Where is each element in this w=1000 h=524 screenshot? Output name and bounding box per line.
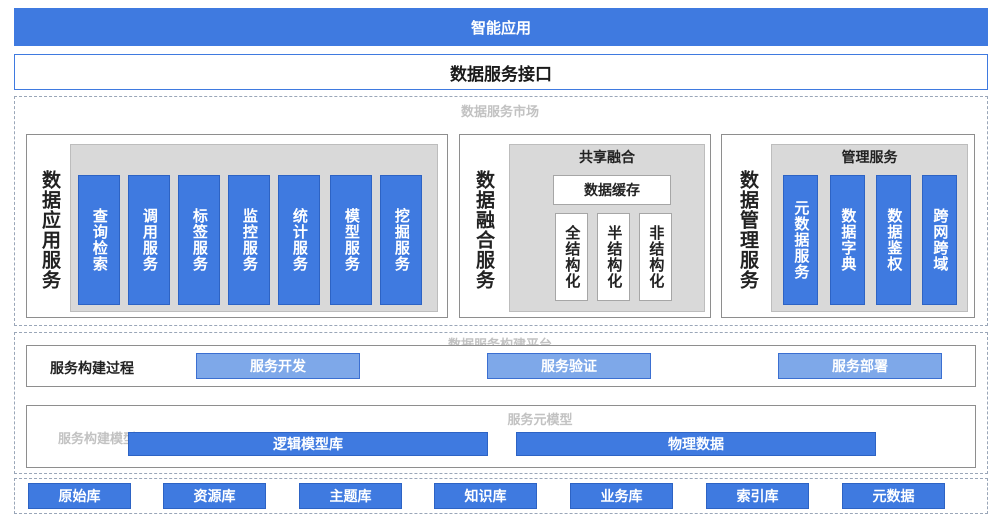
service-market-label-text: 数据服务市场 — [460, 104, 539, 120]
mgmt-group-title: 管理服务 — [771, 147, 968, 167]
mgmt-service-item-label: 数据字典 — [839, 208, 858, 272]
build-platform-region — [14, 332, 988, 474]
mgmt-service-item: 数据字典 — [830, 175, 865, 305]
bottom-lib-item: 业务库 — [570, 483, 673, 509]
build-process-step-label: 服务部署 — [832, 359, 888, 375]
mgmt-services-title-text: 数据管理服务 — [736, 170, 759, 290]
mgmt-service-item-label: 数据鉴权 — [885, 208, 904, 272]
mgmt-service-item-label: 元数据服务 — [792, 200, 811, 280]
app-service-item-label: 监控服务 — [240, 208, 259, 272]
app-service-item-label: 调用服务 — [140, 208, 159, 272]
build-process-step: 服务验证 — [487, 353, 651, 379]
bottom-libs-region — [14, 478, 988, 514]
data-cache-label: 数据缓存 — [584, 183, 640, 199]
mgmt-service-item: 元数据服务 — [783, 175, 818, 305]
bottom-lib-item: 主题库 — [299, 483, 402, 509]
build-process-label: 服务构建过程 — [50, 358, 180, 378]
fusion-structure-item: 全结构化 — [555, 213, 588, 301]
build-process-step: 服务部署 — [778, 353, 942, 379]
app-services-title-text: 数据应用服务 — [38, 170, 61, 290]
app-service-item-label: 标签服务 — [190, 208, 209, 272]
shared-fusion-title-text: 共享融合 — [579, 150, 635, 166]
meta-model-item: 逻辑模型库 — [128, 432, 488, 456]
mgmt-service-item: 数据鉴权 — [876, 175, 911, 305]
bottom-lib-item-label: 元数据 — [872, 489, 915, 505]
smart-application-banner: 智能应用 — [14, 8, 988, 46]
mgmt-service-item-label: 跨网跨域 — [931, 208, 950, 272]
shared-fusion-title: 共享融合 — [509, 147, 705, 167]
bottom-lib-item-label: 主题库 — [329, 489, 372, 505]
bottom-lib-item: 知识库 — [434, 483, 537, 509]
service-market-label: 数据服务市场 — [420, 101, 580, 120]
app-service-item: 标签服务 — [178, 175, 220, 305]
meta-model-label-text: 服务元模型 — [507, 412, 573, 428]
app-service-item: 查询检索 — [78, 175, 120, 305]
meta-model-item: 物理数据 — [516, 432, 876, 456]
build-process-step: 服务开发 — [196, 353, 360, 379]
fusion-structure-item-label: 非结构化 — [647, 225, 666, 289]
service-market-region — [14, 96, 988, 326]
mgmt-services-title: 数据管理服务 — [732, 160, 762, 300]
bottom-lib-item-label: 资源库 — [193, 489, 236, 505]
data-cache-box: 数据缓存 — [553, 175, 671, 205]
bottom-lib-item: 元数据 — [842, 483, 945, 509]
fusion-structure-item: 非结构化 — [639, 213, 672, 301]
app-service-item: 监控服务 — [228, 175, 270, 305]
bottom-lib-item-label: 业务库 — [600, 489, 643, 505]
fusion-structure-item: 半结构化 — [597, 213, 630, 301]
app-service-item-label: 模型服务 — [342, 208, 361, 272]
meta-model-faint-left-text: 服务构建模型 — [58, 432, 137, 447]
app-service-item: 统计服务 — [278, 175, 320, 305]
fusion-structure-item-label: 半结构化 — [605, 225, 624, 289]
bottom-lib-item: 资源库 — [163, 483, 266, 509]
fusion-structure-item-label: 全结构化 — [563, 225, 582, 289]
build-process-step-label: 服务验证 — [541, 359, 597, 375]
app-service-item: 挖掘服务 — [380, 175, 422, 305]
data-service-interface-label: 数据服务接口 — [450, 64, 552, 85]
bottom-lib-item: 原始库 — [28, 483, 131, 509]
bottom-lib-item: 索引库 — [706, 483, 809, 509]
meta-model-label: 服务元模型 — [460, 410, 620, 428]
build-process-step-label: 服务开发 — [250, 359, 306, 375]
data-service-interface-bar: 数据服务接口 — [14, 54, 988, 90]
meta-model-item-label: 逻辑模型库 — [273, 437, 343, 453]
bottom-lib-item-label: 索引库 — [736, 489, 779, 505]
fusion-services-title-text: 数据融合服务 — [472, 170, 495, 290]
app-service-item-label: 统计服务 — [290, 208, 309, 272]
app-service-item: 模型服务 — [330, 175, 372, 305]
build-process-label-text: 服务构建过程 — [50, 361, 134, 377]
app-service-item-label: 挖掘服务 — [392, 208, 411, 272]
mgmt-group-title-text: 管理服务 — [841, 150, 898, 166]
mgmt-service-item: 跨网跨域 — [922, 175, 957, 305]
app-service-item-label: 查询检索 — [90, 208, 109, 272]
bottom-lib-item-label: 原始库 — [58, 489, 101, 505]
meta-model-item-label: 物理数据 — [668, 437, 724, 453]
bottom-lib-item-label: 知识库 — [464, 489, 507, 505]
smart-application-label: 智能应用 — [470, 18, 531, 37]
meta-model-faint-left: 服务构建模型 — [58, 428, 178, 447]
app-service-item: 调用服务 — [128, 175, 170, 305]
fusion-services-title: 数据融合服务 — [468, 160, 498, 300]
app-services-title: 数据应用服务 — [34, 160, 64, 300]
